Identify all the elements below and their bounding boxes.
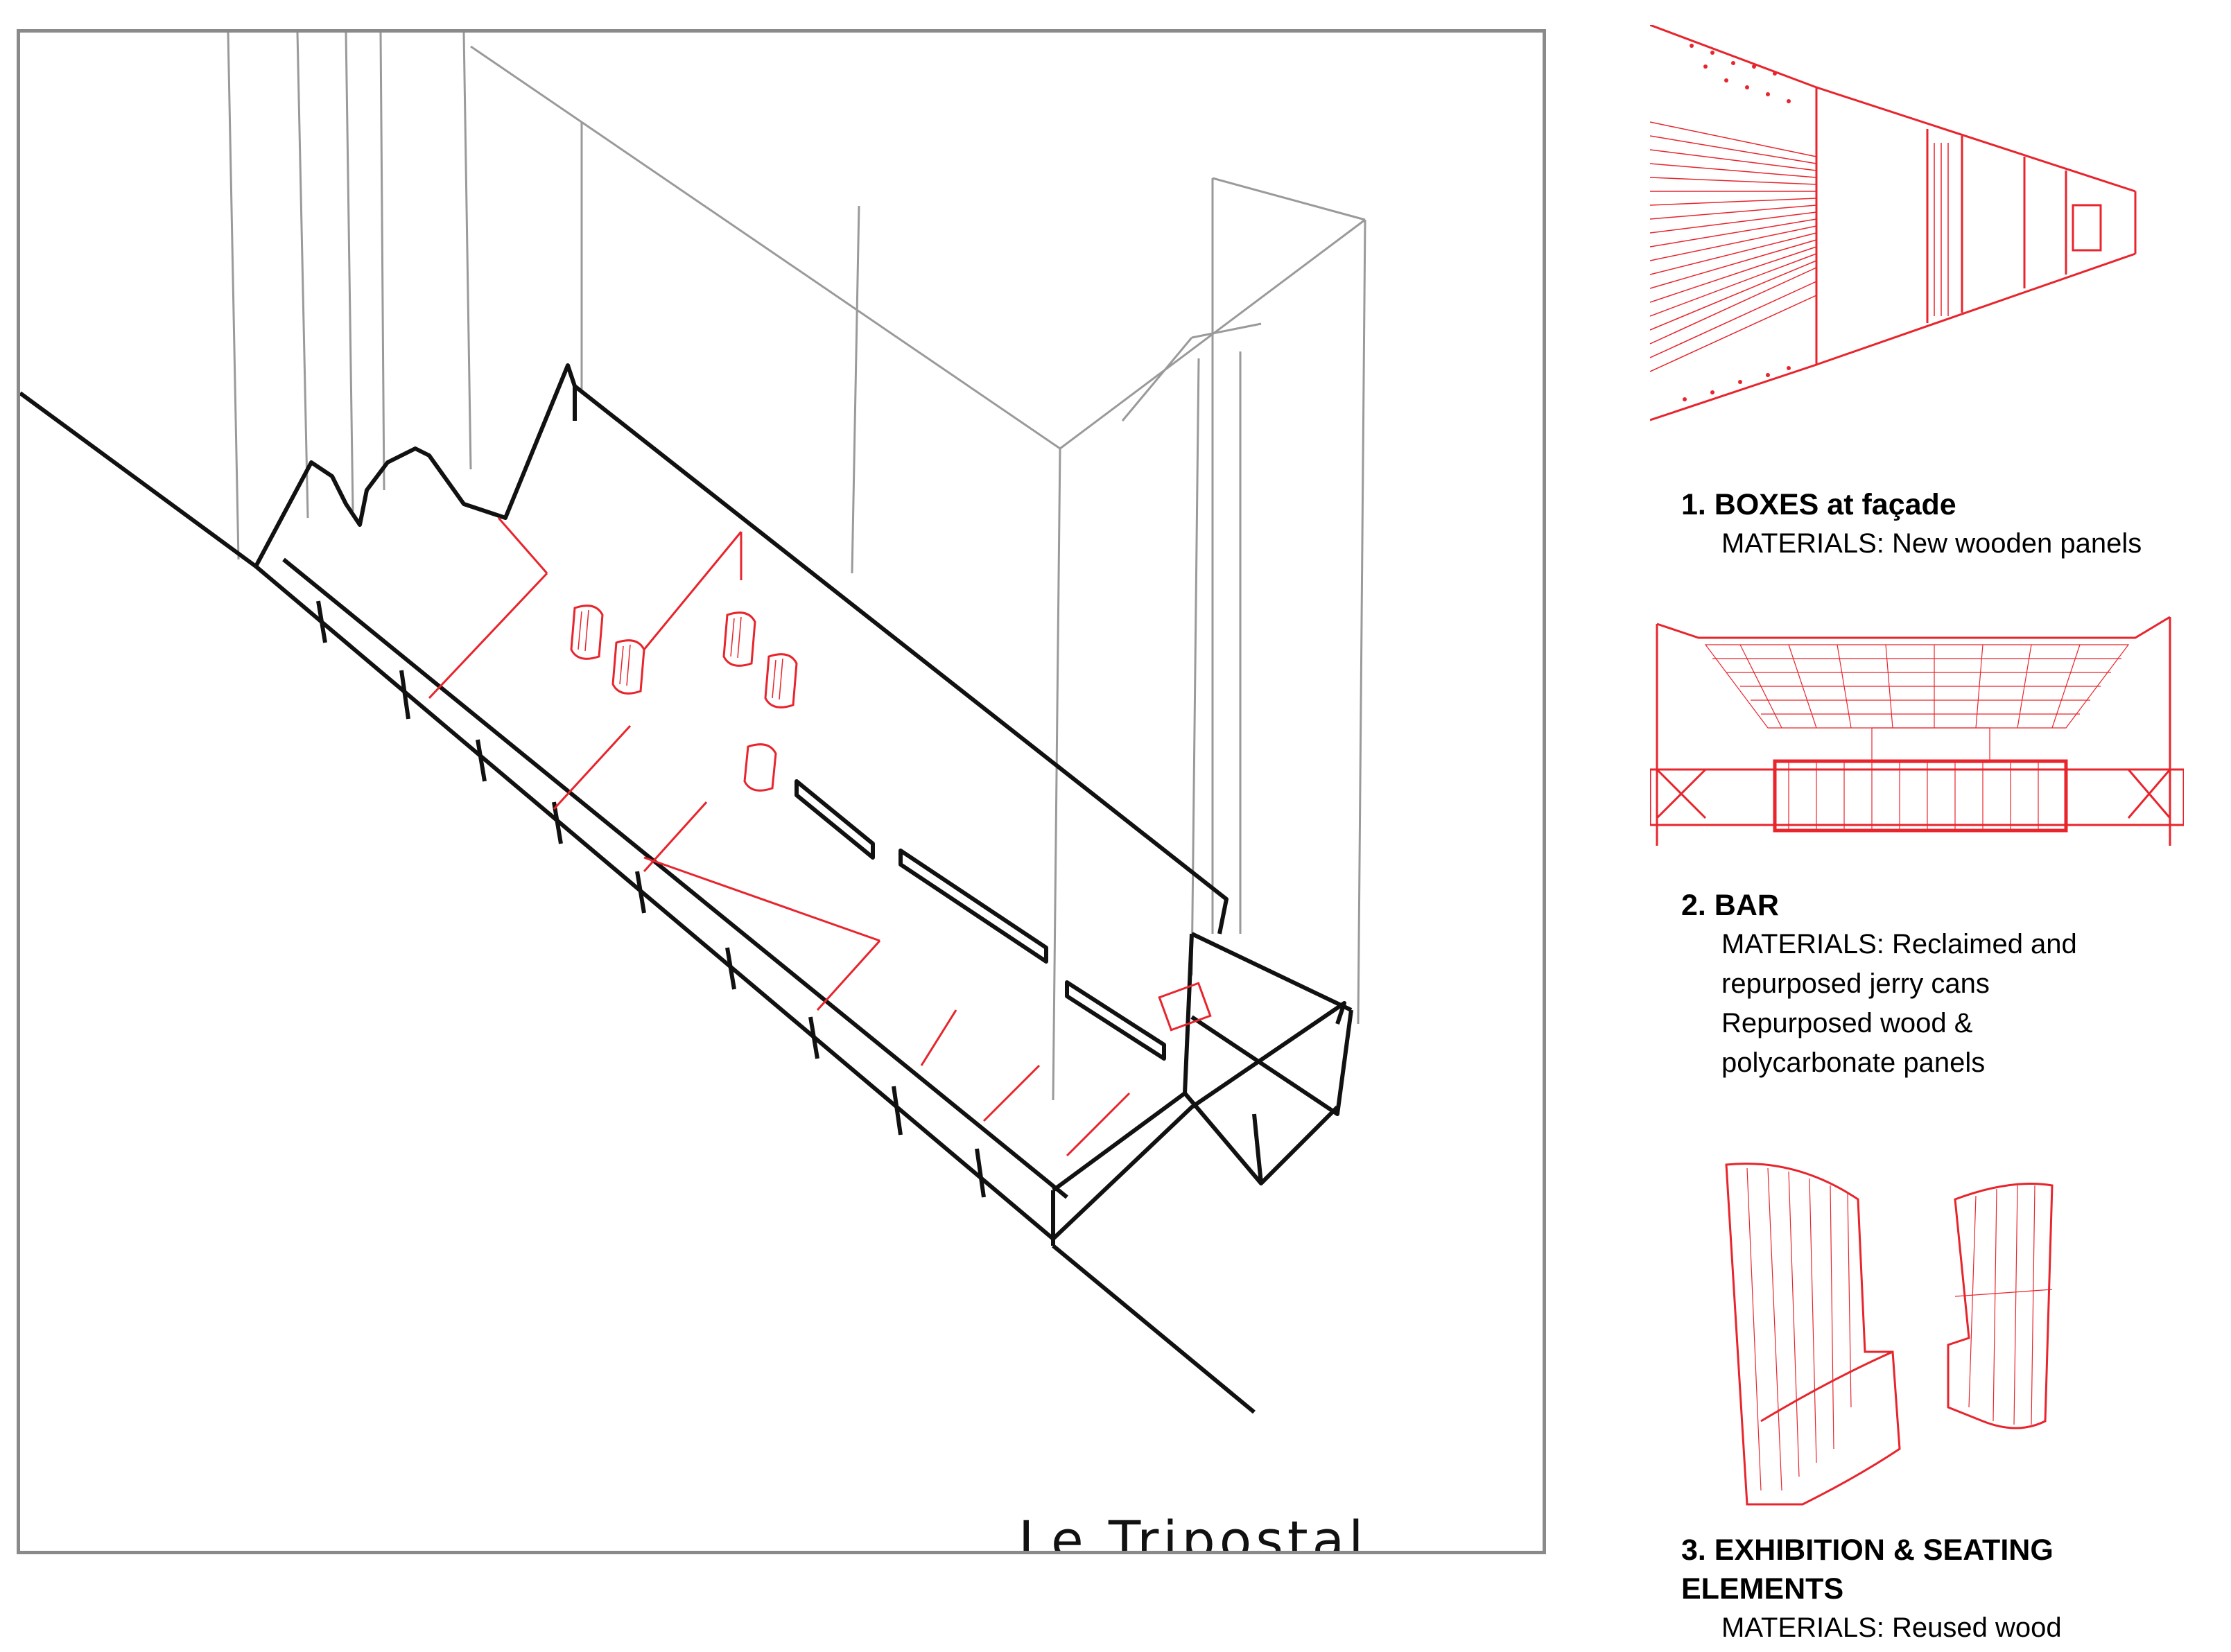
legend-title: 3. EXHIBITION & SEATING ELEMENTS [1681,1533,2054,1606]
facade-boxes-sketch [1650,25,2137,421]
legend-item-boxes: 1. BOXES at façade MATERIALS: New wooden… [1681,485,2142,564]
intervention-volume-outline [20,363,1353,1414]
legend-materials: MATERIALS: Reused wood [1721,1612,2062,1643]
legend-materials: polycarbonate panels [1721,1047,1986,1078]
legend-item-bar: 2. BAR MATERIALS: Reclaimed and repurpos… [1681,886,2077,1083]
hatching [578,609,783,700]
seating-elements-sketch [1725,1163,2054,1506]
legend-materials: repurposed jerry cans [1721,968,1990,999]
legend-item-seating: 3. EXHIBITION & SEATING ELEMENTS MATERIA… [1681,1531,2208,1648]
legend-materials: MATERIALS: Reclaimed and [1721,929,2077,959]
drawing-caption: Le Tripostal [1018,1509,1368,1554]
axonometric-drawing: Le Tripostal [17,29,1546,1554]
legend-materials: Repurposed wood & [1721,1008,1973,1038]
legend-title: 1. BOXES at façade [1681,488,1956,521]
bar-sketch [1650,616,2184,846]
axonometric-sketch [20,33,1366,1414]
legend-title: 2. BAR [1681,889,1779,922]
legend-materials: MATERIALS: New wooden panels [1721,528,2142,559]
interior-elements [428,517,1212,1157]
existing-building-outline [227,33,1366,1101]
